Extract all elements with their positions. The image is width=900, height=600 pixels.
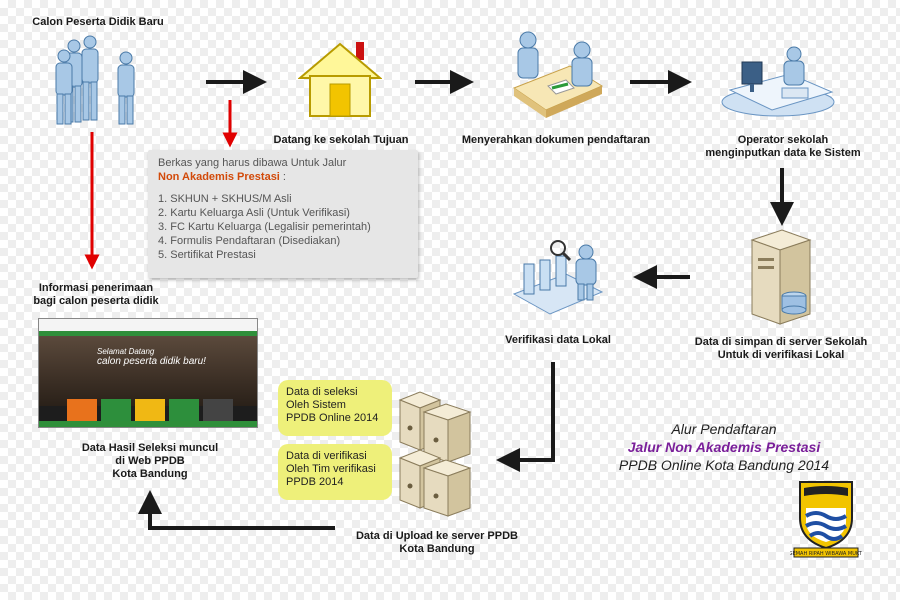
website-tile — [101, 399, 131, 425]
diagram-title: Alur Pendaftaran Jalur Non Akademis Pres… — [584, 420, 864, 474]
website-nav — [39, 331, 257, 336]
title-line-2: Jalur Non Akademis Prestasi — [627, 439, 821, 455]
requirement-item: 2. Kartu Keluarga Asli (Untuk Verifikasi… — [158, 207, 350, 219]
website-tile — [203, 399, 233, 425]
website-hero-image — [39, 336, 257, 406]
title-line-3: PPDB Online Kota Bandung 2014 — [618, 457, 830, 473]
requirements-intro: Berkas yang harus dibawa Untuk Jalur — [158, 157, 347, 169]
website-tile — [67, 399, 97, 425]
students-group-icon — [55, 35, 135, 125]
requirement-item: 5. Sertifikat Prestasi — [158, 249, 256, 261]
label-calon: Calon Peserta Didik Baru — [32, 16, 164, 28]
website-tiles — [67, 399, 233, 425]
svg-text:GEMAH RIPAH WIBAWA MUKTI: GEMAH RIPAH WIBAWA MUKTI — [790, 551, 862, 557]
verification-process-icon — [512, 240, 604, 315]
requirements-panel: Berkas yang harus dibawa Untuk Jalur Non… — [148, 150, 418, 278]
website-header — [39, 319, 257, 331]
label-verifikasi: Verifikasi data Lokal — [505, 334, 611, 346]
requirements-list: 1. SKHUN + SKHUS/M Asli 2. Kartu Keluarg… — [158, 192, 418, 262]
ppdb-website-screenshot: Selamat Datang calon peserta didik baru! — [38, 318, 258, 428]
requirement-item: 1. SKHUN + SKHUS/M Asli — [158, 193, 292, 205]
website-tile — [169, 399, 199, 425]
document-handover-icon — [512, 31, 604, 118]
arrow-verifikasi-to-upload — [496, 362, 555, 472]
website-welcome: Selamat Datang calon peserta didik baru! — [97, 347, 206, 367]
website-footer — [39, 421, 257, 427]
kota-bandung-emblem-icon: GEMAH RIPAH WIBAWA MUKTI — [790, 481, 862, 558]
title-line-1: Alur Pendaftaran — [671, 421, 777, 437]
school-house-icon — [298, 42, 382, 117]
requirements-track: Non Akademis Prestasi : — [158, 171, 286, 183]
label-datang: Datang ke sekolah Tujuan — [273, 134, 409, 146]
operator-computer-icon — [721, 46, 835, 117]
requirement-item: 3. FC Kartu Keluarga (Legalisir pemerint… — [158, 221, 371, 233]
school-server-icon — [750, 229, 812, 325]
ppdb-servers-icon — [398, 391, 472, 517]
label-menyerahkan: Menyerahkan dokumen pendaftaran — [461, 134, 651, 146]
arrow-upload-to-web — [138, 490, 335, 530]
requirement-item: 4. Formulis Pendaftaran (Disediakan) — [158, 235, 341, 247]
website-tile — [135, 399, 165, 425]
